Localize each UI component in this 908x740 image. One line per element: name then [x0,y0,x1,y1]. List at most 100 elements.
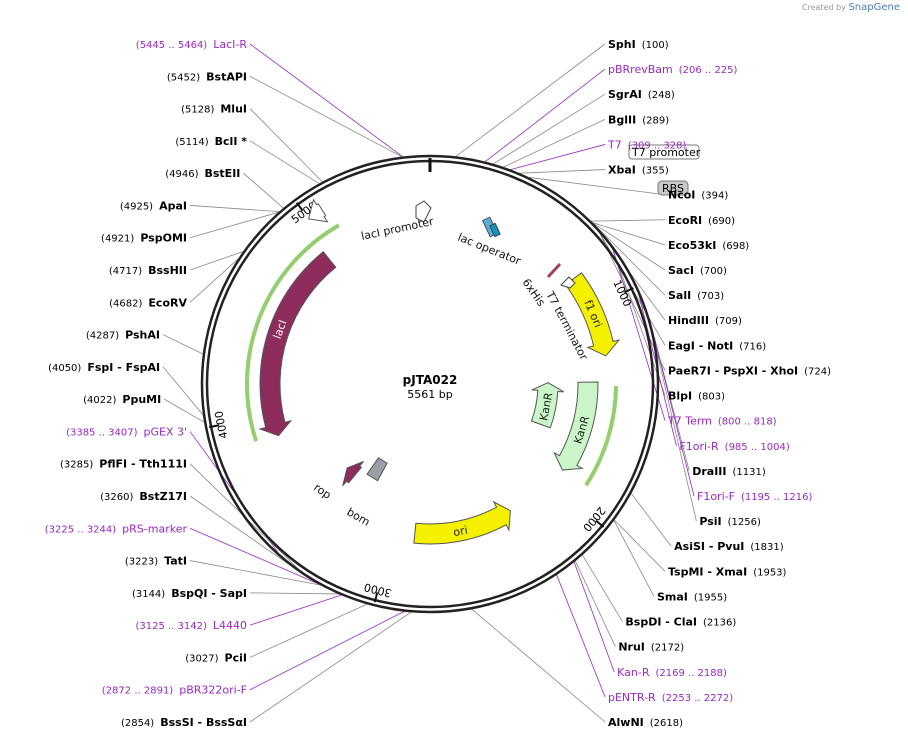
enzyme-name: SalI [668,289,691,302]
enzyme-name: PpuMI [122,393,161,406]
enzyme-position: (1953) [753,567,786,578]
enzyme-position: (3223) [125,557,158,568]
leader-line [613,520,655,597]
enzyme-site-ecorv: (4682)EcoRV [109,296,187,309]
enzyme-name: BglII [608,113,636,126]
primer-site-l4440: (3125 .. 3142)L4440 [135,619,247,632]
region-arc [245,223,340,442]
primer-name: pRS-marker [122,522,187,535]
enzyme-name: BclI * [215,135,248,148]
enzyme-name: PflFI - Tth111I [99,458,187,471]
enzyme-site-eagi-noti: EagI - NotI(716) [668,339,766,352]
enzyme-position: (1955) [694,592,727,603]
region-arc [584,386,618,487]
enzyme-position: (1131) [733,467,766,478]
leader-line [249,108,323,183]
enzyme-site-mlui: (5128)MluI [181,103,247,116]
enzyme-name: PaeR7I - PspXI - XhoI [668,364,798,377]
site-labels: SphI(100)pBRrevBam(206 .. 225)SgrAI(248)… [45,38,831,729]
primer-name: pBRrevBam [608,63,673,76]
rbs-label: RBS [662,182,684,195]
enzyme-name: DraIII [692,465,726,478]
enzyme-position: (5452) [167,72,200,83]
enzyme-name: PshAI [125,329,160,342]
enzyme-position: (3027) [185,653,218,664]
feature-kanr [553,381,599,471]
leader-line [574,560,616,647]
enzyme-name: HindIII [668,314,709,327]
leader-line [455,43,606,157]
leader-line [630,493,672,547]
backbone-outer [200,154,660,614]
primer-site-f1ori-f: F1ori-F(1195 .. 1216) [697,490,812,503]
enzyme-site-xbai: XbaI(355) [608,164,669,177]
enzyme-site-pflfi-tth111i: (3285)PflFI - Tth111I [60,458,187,471]
enzyme-site-bstapi: (5452)BstAPI [167,70,247,83]
enzyme-position: (698) [722,241,749,252]
enzyme-site-eco53ki: Eco53kI(698) [668,239,749,252]
leader-line [249,611,405,691]
enzyme-position: (4946) [165,169,198,180]
primer-site-pgex-3: (3385 .. 3407)pGEX 3' [66,425,187,438]
leader-line [249,140,320,184]
feature-laci [258,251,337,437]
primer-name: T7 [607,138,622,151]
leader-line [592,222,666,271]
enzyme-site-blpi: BlpI(803) [668,390,725,403]
enzyme-position: (4925) [120,201,153,212]
leader-line [249,603,368,658]
feature-laci-promoter [307,198,329,223]
enzyme-name: TspMI - XmaI [668,565,747,578]
enzyme-position: (724) [804,366,831,377]
primer-site-pbr322ori-f: (2872 .. 2891)pBR322ori-F [102,684,247,697]
leader-line [471,608,606,723]
laci-promoter-label: lacI promoter [360,215,435,243]
enzyme-name: BssSI - BssSαI [160,716,247,729]
rbs-box [657,180,689,196]
enzyme-name: BspQI - SapI [171,587,247,600]
tick-mark [595,519,605,528]
enzyme-position: (2136) [703,618,736,629]
enzyme-site-bsteii: (4946)BstEII [165,167,240,180]
enzyme-site-paer7i-pspxi-xhoi: PaeR7I - PspXI - XhoI (724) [668,364,831,377]
feature-bom [366,457,388,482]
primer-position: (1195 .. 1216) [741,492,813,503]
leader-line [653,336,695,497]
enzyme-name: NruI [618,641,645,654]
lac-operator-label: lac operator [456,231,523,268]
enzyme-site-bspqi-sapi: (3144) BspQI - SapI [132,587,247,600]
rop-label: rop [311,481,333,502]
enzyme-name: BlpI [668,390,692,403]
enzyme-position: (4717) [109,266,142,277]
primer-name: F1ori-R [679,440,719,453]
lac-operator-glyph [482,216,501,238]
leader-line [249,611,412,723]
leader-line [655,349,697,522]
primer-name: pGEX 3' [143,425,187,438]
enzyme-site-sphi: SphI(100) [608,38,669,51]
feature-rop [342,460,364,487]
t7-promoter-box [628,144,700,160]
enzyme-site-bglii: BglII(289) [608,113,669,126]
feature-f1-ori [564,272,621,357]
feature-ori [413,500,511,545]
enzyme-position: (3260) [100,492,133,503]
leader-line [189,560,321,586]
enzyme-position: (3144) [132,589,165,600]
primer-site-t7-term: T7 Term(800 .. 818) [667,415,777,428]
leader-line [519,169,606,174]
enzyme-name: BssHII [148,264,187,277]
leader-line [164,398,205,423]
enzyme-name: NcoI [668,189,695,202]
enzyme-position: (4022) [83,395,116,406]
enzyme-name: AsiSI - PvuI [674,540,744,553]
enzyme-position: (248) [648,90,675,101]
enzyme-position: (5114) [175,137,208,148]
leader-line [493,93,606,165]
primer-name: pBR322ori-F [179,684,247,697]
feature-kanr-inner [530,382,565,429]
enzyme-name: EcoRV [148,296,187,309]
enzyme-name: SacI [668,264,694,277]
leader-line [249,594,342,626]
enzyme-site-bcli: (5114) BclI * [175,135,247,148]
